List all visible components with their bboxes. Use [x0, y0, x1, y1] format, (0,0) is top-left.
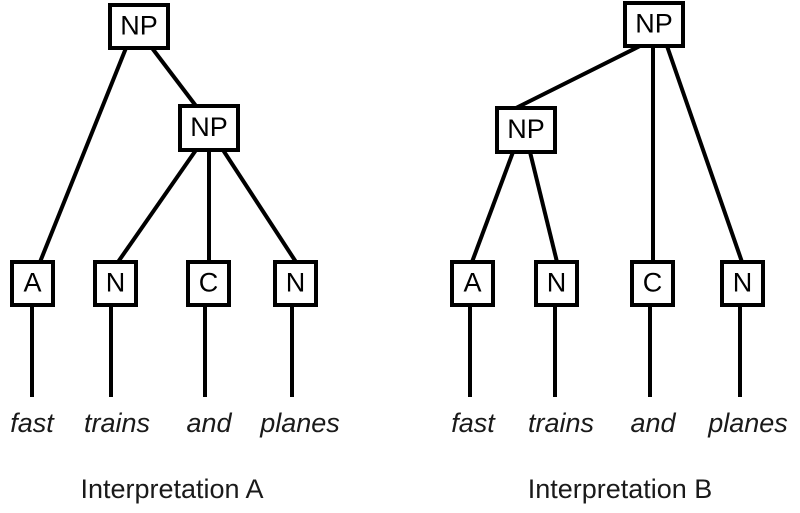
- tree-edge-np2-to-n2-left: [221, 148, 298, 264]
- node-box-np2-left[interactable]: [178, 104, 240, 152]
- node-box-n2-left[interactable]: [273, 260, 318, 307]
- node-label-a-right: A: [463, 268, 481, 298]
- tree-edge-root-to-n2-right: [665, 45, 744, 263]
- node-box-n2-right[interactable]: [720, 260, 765, 307]
- word-label-0-right: fast: [451, 408, 496, 438]
- node-label-root-left: NP: [120, 11, 158, 41]
- node-label-n1-left: N: [106, 268, 126, 298]
- word-label-2-right: and: [630, 408, 676, 438]
- word-label-1-right: trains: [528, 408, 594, 438]
- node-box-a-left[interactable]: [10, 260, 55, 307]
- node-label-c-right: C: [643, 268, 663, 298]
- node-label-n2-left: N: [286, 268, 306, 298]
- node-label-n1-right: N: [547, 268, 567, 298]
- tree-caption-right: Interpretation B: [528, 474, 713, 504]
- tree-edge-root-to-np2-right: [515, 44, 641, 110]
- node-box-c-left[interactable]: [186, 260, 231, 307]
- tree-edge-root-to-a-left: [38, 47, 128, 263]
- node-label-c-left: C: [199, 268, 219, 298]
- word-label-3-left: planes: [259, 408, 340, 438]
- word-label-0-left: fast: [10, 408, 55, 438]
- node-box-c-right[interactable]: [630, 260, 675, 307]
- node-label-np2-left: NP: [190, 112, 228, 142]
- node-box-n1-left[interactable]: [93, 260, 138, 307]
- word-label-3-right: planes: [707, 408, 788, 438]
- node-label-root-right: NP: [635, 9, 673, 39]
- node-box-root-left[interactable]: [108, 3, 170, 50]
- node-box-a-right[interactable]: [450, 260, 495, 307]
- node-label-n2-right: N: [733, 268, 753, 298]
- node-box-np2-right[interactable]: [495, 106, 557, 154]
- node-box-root-right[interactable]: [623, 1, 685, 48]
- node-label-a-left: A: [23, 268, 41, 298]
- node-label-np2-right: NP: [507, 114, 545, 144]
- tree-edge-np2-to-a-right: [470, 151, 515, 263]
- tree-caption-left: Interpretation A: [80, 474, 263, 504]
- word-label-1-left: trains: [84, 408, 150, 438]
- tree-edge-root-to-np2-left: [150, 46, 198, 108]
- tree-edge-np2-to-n1-left: [116, 148, 198, 264]
- tree-edge-np2-to-n1-right: [528, 151, 559, 263]
- node-box-n1-right[interactable]: [534, 260, 579, 307]
- word-label-2-left: and: [186, 408, 232, 438]
